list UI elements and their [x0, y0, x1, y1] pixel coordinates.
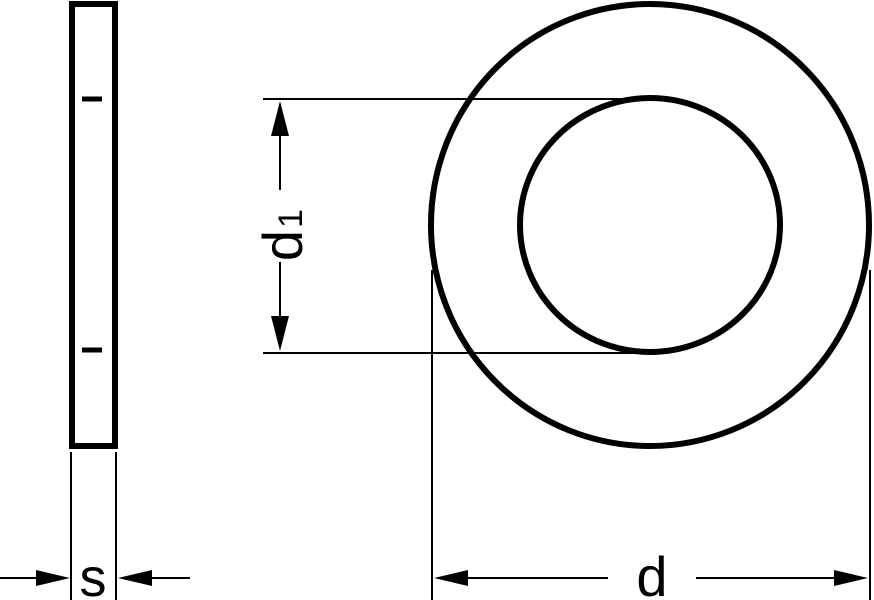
inner-diameter-subscript: 1 — [272, 209, 310, 228]
inner-circle — [517, 95, 783, 355]
side-view — [69, 1, 118, 600]
thickness-label: s — [80, 548, 107, 600]
outer-diameter-arrow-right-head — [834, 570, 868, 586]
outer-diameter-dimension: d — [431, 270, 871, 600]
inner-diameter-label-group: d 1 — [251, 209, 314, 261]
inner-diameter-arrow-top-head — [271, 101, 289, 136]
front-view — [428, 1, 872, 449]
thickness-arrow-left-head — [36, 570, 70, 586]
outer-diameter-arrow-left-head — [434, 570, 468, 586]
inner-diameter-dimension: d 1 — [251, 98, 658, 354]
outer-diameter-label: d — [636, 545, 667, 600]
thickness-dimension: s — [0, 548, 190, 600]
outer-circle — [428, 1, 872, 449]
inner-diameter-label: d — [251, 230, 314, 261]
thickness-arrow-right-head — [118, 570, 152, 586]
inner-diameter-letter: d — [251, 230, 314, 261]
inner-diameter-arrow-bottom-head — [271, 316, 289, 351]
side-view-outline — [69, 1, 118, 449]
